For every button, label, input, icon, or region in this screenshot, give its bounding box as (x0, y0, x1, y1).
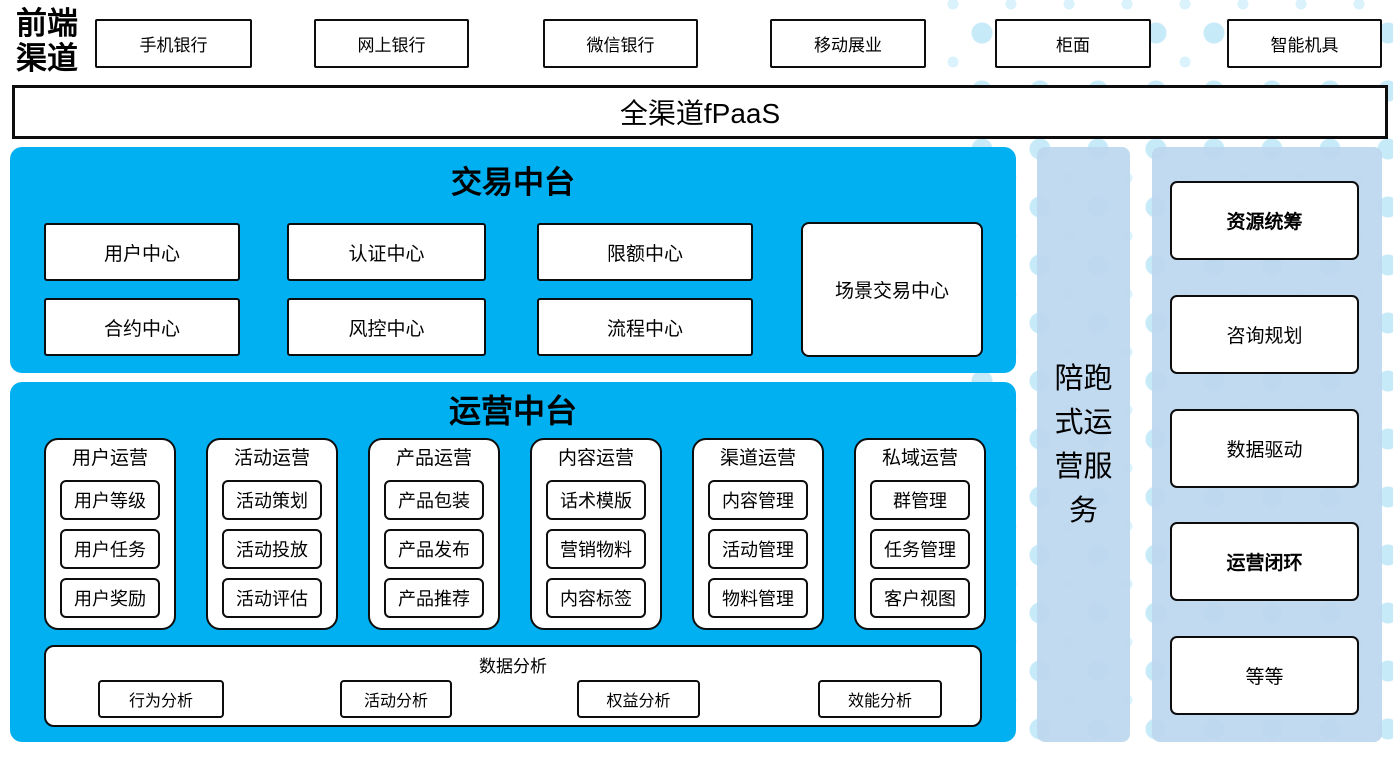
data-analysis-title: 数据分析 (479, 657, 547, 676)
ops-item: 产品包装 (384, 480, 484, 520)
ops-item: 用户任务 (60, 529, 160, 569)
ops-item: 活动投放 (222, 529, 322, 569)
channel-box-wechat-banking: 微信银行 (543, 19, 698, 68)
ops-group-title: 内容运营 (557, 448, 634, 469)
center-box-user: 用户中心 (44, 223, 240, 281)
right-services-column: 资源统筹 咨询规划 数据驱动 运营闭环 等等 (1152, 147, 1382, 742)
ops-item: 群管理 (870, 480, 970, 520)
center-box-risk-control: 风控中心 (287, 298, 486, 356)
ops-group-activity: 活动运营 活动策划 活动投放 活动评估 (206, 438, 338, 630)
ops-platform-title: 运营中台 (448, 393, 577, 429)
ops-group-title: 活动运营 (233, 448, 310, 469)
ops-item: 产品发布 (384, 529, 484, 569)
analysis-box-rights: 权益分析 (577, 680, 700, 718)
center-box-limit: 限额中心 (537, 223, 753, 281)
center-box-process: 流程中心 (537, 298, 753, 356)
service-box-etc: 等等 (1170, 636, 1359, 715)
analysis-box-activity: 活动分析 (340, 680, 452, 718)
ops-platform-section: 运营中台 用户运营 用户等级 用户任务 用户奖励 活动运营 活动策划 活动投放 … (10, 382, 1016, 742)
service-box-resource-planning: 资源统筹 (1170, 181, 1359, 260)
ops-group-title: 用户运营 (71, 448, 148, 469)
ops-item: 话术模版 (546, 480, 646, 520)
ops-group-channel: 渠道运营 内容管理 活动管理 物料管理 (692, 438, 824, 630)
center-box-contract: 合约中心 (44, 298, 240, 356)
service-box-data-driven: 数据驱动 (1170, 409, 1359, 488)
fpaas-bar: 全渠道fPaaS (12, 85, 1388, 139)
data-analysis-panel: 数据分析 行为分析 活动分析 权益分析 效能分析 (44, 645, 982, 727)
ops-item: 用户等级 (60, 480, 160, 520)
ops-group-title: 产品运营 (395, 448, 472, 469)
ops-group-private-domain: 私域运营 群管理 任务管理 客户视图 (854, 438, 986, 630)
ops-item: 营销物料 (546, 529, 646, 569)
center-box-auth: 认证中心 (287, 223, 486, 281)
ops-item: 内容标签 (546, 578, 646, 618)
channel-box-mobile-banking: 手机银行 (95, 19, 252, 68)
channel-box-counter: 柜面 (995, 19, 1151, 68)
ops-item: 活动管理 (708, 529, 808, 569)
ops-group-product: 产品运营 产品包装 产品发布 产品推荐 (368, 438, 500, 630)
analysis-box-behavior: 行为分析 (98, 680, 224, 718)
ops-item: 任务管理 (870, 529, 970, 569)
ops-item: 产品推荐 (384, 578, 484, 618)
ops-group-content: 内容运营 话术模版 营销物料 内容标签 (530, 438, 662, 630)
service-box-consulting: 咨询规划 (1170, 295, 1359, 374)
ops-item: 内容管理 (708, 480, 808, 520)
ops-group-title: 渠道运营 (719, 448, 796, 469)
trade-platform-section: 交易中台 用户中心 认证中心 限额中心 合约中心 风控中心 流程中心 场景交易中… (10, 147, 1016, 373)
ops-item: 活动策划 (222, 480, 322, 520)
ops-group-user: 用户运营 用户等级 用户任务 用户奖励 (44, 438, 176, 630)
ops-item: 客户视图 (870, 578, 970, 618)
analysis-box-efficiency: 效能分析 (818, 680, 942, 718)
ops-item: 活动评估 (222, 578, 322, 618)
front-channels-label: 前端渠道 (16, 6, 78, 76)
ops-group-title: 私域运营 (881, 448, 958, 469)
center-box-scene-trade: 场景交易中心 (801, 222, 983, 357)
trade-platform-title: 交易中台 (451, 165, 575, 200)
service-box-ops-closed-loop: 运营闭环 (1170, 522, 1359, 601)
channel-box-online-banking: 网上银行 (314, 19, 469, 68)
ops-item: 物料管理 (708, 578, 808, 618)
accompanying-service-label: 陪跑式运营服务 (1054, 362, 1113, 527)
channel-box-smart-devices: 智能机具 (1227, 19, 1382, 68)
channel-box-mobile-marketing: 移动展业 (770, 19, 926, 68)
ops-item: 用户奖励 (60, 578, 160, 618)
accompanying-service-strip: 陪跑式运营服务 (1037, 147, 1130, 742)
